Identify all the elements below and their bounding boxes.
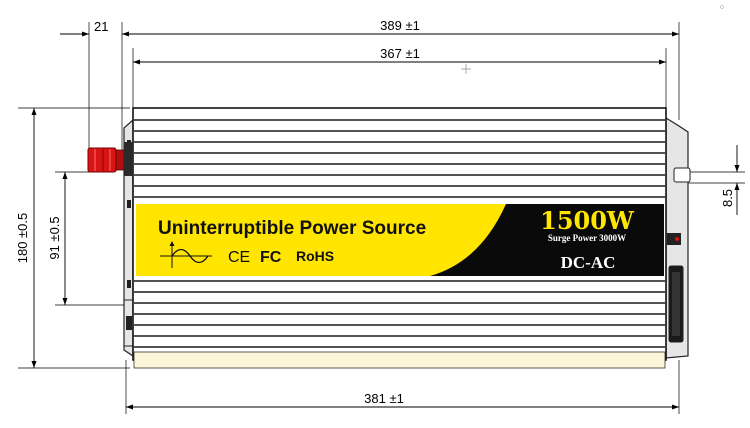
arrowhead [82,31,89,37]
red-terminal-icon [87,142,133,176]
sine-wave-icon [160,241,212,268]
dim-label-terminal-height: 91 ±0.5 [47,216,62,259]
dim-label-base-width: 381 ±1 [364,391,404,406]
arrowhead [126,404,133,410]
arrowhead [734,183,740,190]
label-black-panel [430,204,664,276]
cooling-fins-top [134,119,665,198]
label-title: Uninterruptible Power Source [158,218,426,239]
base-strip [133,351,666,369]
arrowhead [133,59,140,65]
dim-label-overall-width: 389 ±1 [380,18,420,33]
center-mark-icon [461,64,471,74]
arrowhead [62,172,68,179]
fc-mark: FC [260,249,282,266]
dim-label-body-width: 367 ±1 [380,46,420,61]
arrowhead [31,361,37,368]
product-label: Uninterruptible Power Source CE FC RoHS … [136,204,664,276]
arrowhead [672,31,679,37]
right-end-cap [665,116,691,359]
arrowhead [31,108,37,115]
ce-mark: CE [228,249,250,266]
cooling-fins-bottom [134,280,665,348]
rohs-mark: RoHS [296,248,334,264]
arrowhead [672,404,679,410]
dim-label-mount-hole: 8.5 [720,189,735,207]
surge-power: Surge Power 3000W [548,233,626,243]
dc-ac-type: DC-AC [561,253,616,272]
corner-mark [720,5,724,9]
arrowhead [734,165,740,172]
arrowhead [659,59,666,65]
arrowhead [62,298,68,305]
dim-label-21: 21 [94,19,108,34]
dim-label-height: 180 ±0.5 [15,213,30,264]
power-rating: 1500W [540,206,635,235]
